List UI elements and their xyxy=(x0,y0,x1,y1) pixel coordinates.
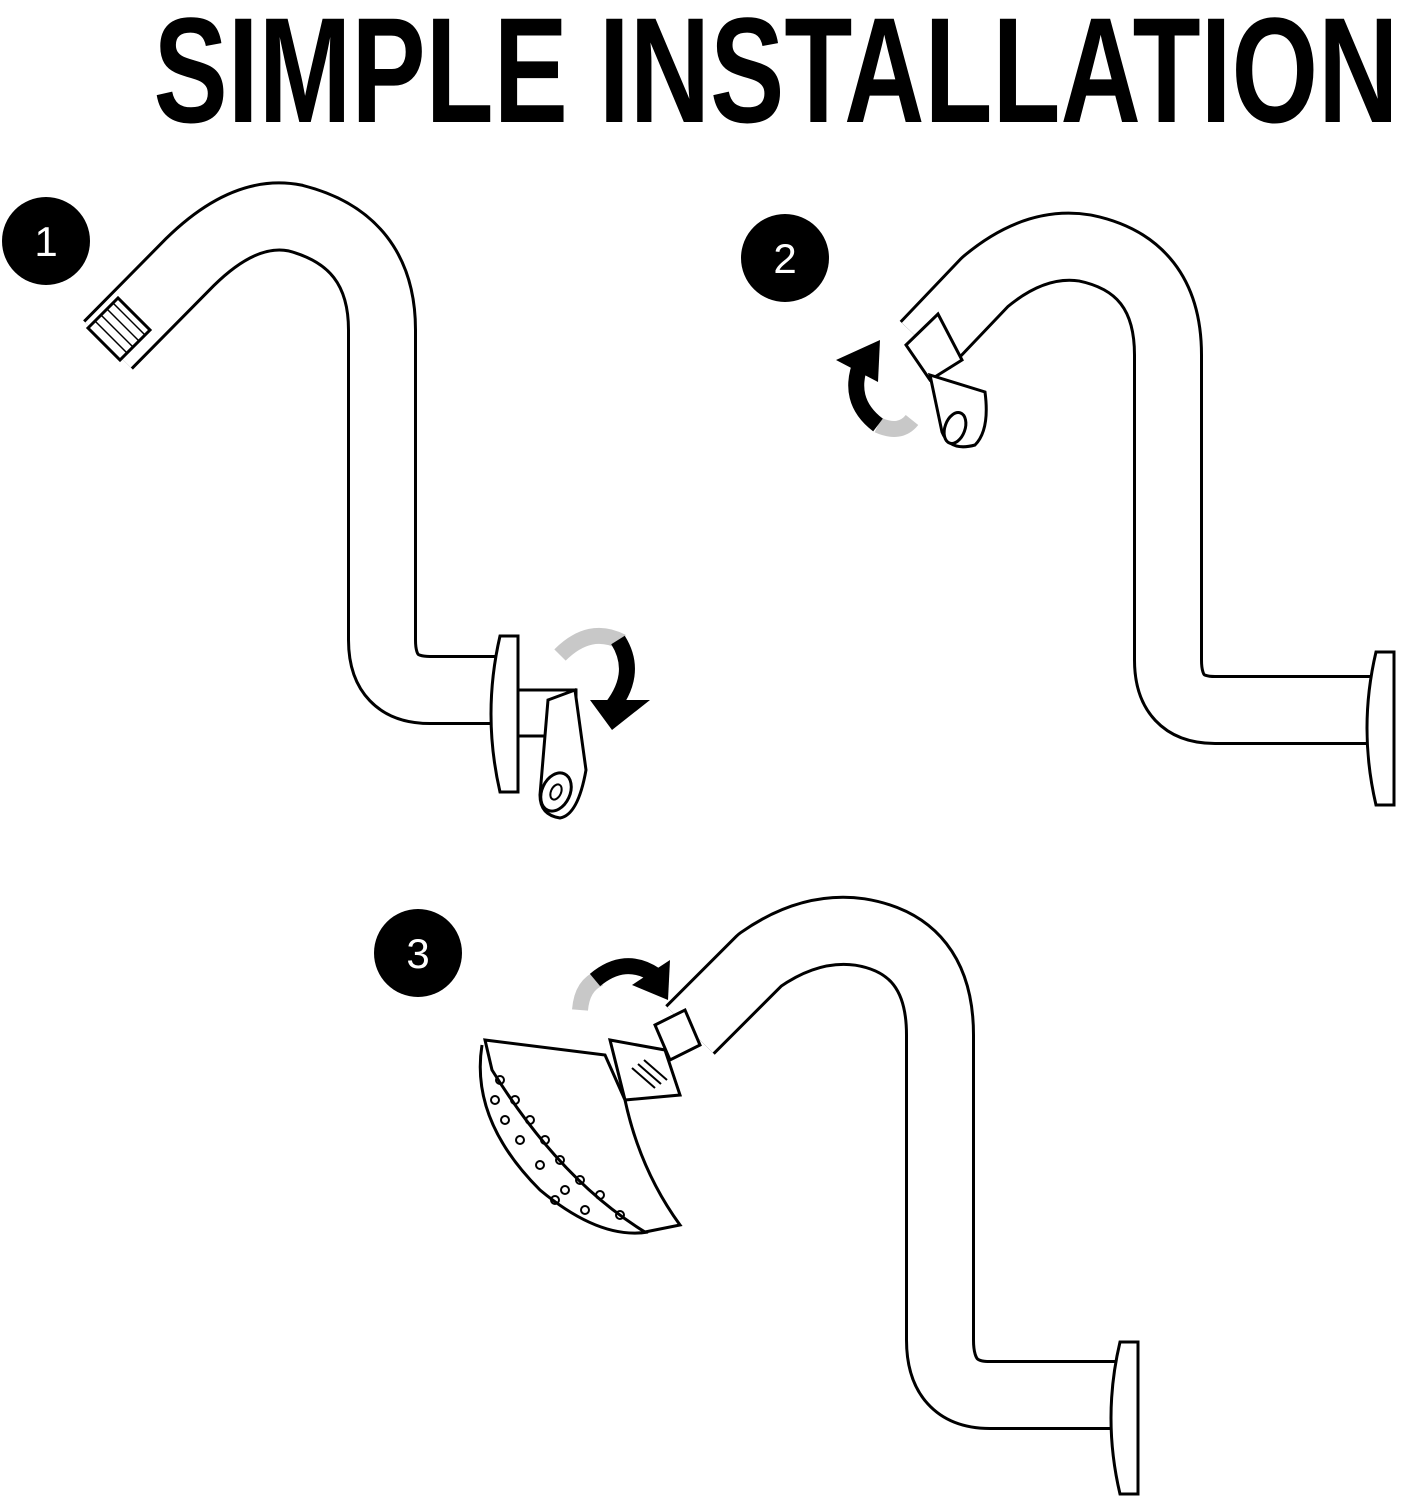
step-3-wall-flange-icon xyxy=(1109,1340,1140,1496)
step-2-number: 2 xyxy=(773,235,796,282)
page-title: SIMPLE INSTALLATION xyxy=(150,0,1402,140)
step-2-wall-flange-icon xyxy=(1365,650,1396,807)
step-1-badge: 1 xyxy=(2,197,90,285)
step-1-rotate-arrow-icon xyxy=(554,627,650,730)
step-3-badge: 3 xyxy=(374,909,462,997)
step-1-number: 1 xyxy=(34,218,57,265)
step-3-shower-head-icon xyxy=(478,1007,702,1235)
step-2-plumber-tape-icon xyxy=(904,311,988,449)
step-3-number: 3 xyxy=(406,930,429,977)
step-3-rotate-arrow-icon xyxy=(572,958,670,1011)
step-1-thread-icon xyxy=(85,295,153,363)
page-title-text: SIMPLE INSTALLATION xyxy=(154,0,1399,140)
step-2-rotate-arrow-icon xyxy=(836,340,919,437)
step-2-badge: 2 xyxy=(741,214,829,302)
step-2: 2 xyxy=(741,211,1396,807)
step-1: 1 xyxy=(2,181,650,820)
step-1-plumber-tape-icon xyxy=(538,687,588,820)
step-3: 3 xyxy=(374,895,1140,1496)
